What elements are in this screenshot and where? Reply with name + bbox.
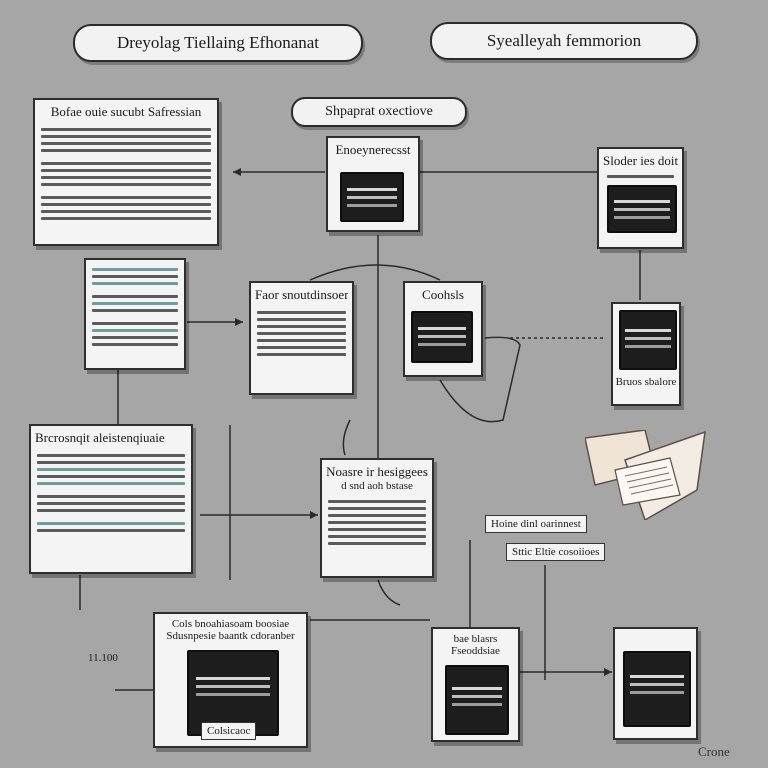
bottom-left-device-title: Cols bnoahiasoam boosiae Sdusnpesie baan… xyxy=(166,618,295,642)
mid-left-stacked-documents xyxy=(84,258,186,370)
bottom-right-device-box xyxy=(613,627,698,740)
top-center-device-title: Enoeynerecsst xyxy=(335,142,411,157)
top-right-device-title: Sloder ies doits xyxy=(603,153,678,168)
top-left-document-lines xyxy=(35,120,217,228)
top-left-document-title: Bofae ouie sucubt Safressian xyxy=(50,104,202,119)
mid-right-device-box: Bruos sbalore xyxy=(611,302,681,406)
computer-icon xyxy=(187,650,279,736)
mid-center-document: Faor snoutdinsoen xyxy=(249,281,354,395)
right-label-2: Sttic Eltie cosoiioes xyxy=(506,543,606,561)
header-title-left-text: Dreyolag Tiellaing Efhonanat xyxy=(116,33,320,52)
lower-center-document-subtitle: d snd aoh bstase xyxy=(341,480,413,492)
mid-center-document-lines xyxy=(251,303,352,364)
lower-center-document-title: Noasre ir hesiggees xyxy=(326,464,428,479)
top-left-document: Bofae ouie sucubt Safressian xyxy=(33,98,219,246)
mid-center-document-title: Faor snoutdinsoen xyxy=(255,287,348,302)
server-icon xyxy=(607,185,677,233)
copier-icon xyxy=(619,310,677,370)
mid-center-device-box: Coohsls xyxy=(403,281,483,377)
mid-left-stacked-lines xyxy=(86,260,184,354)
copier-machine-icon xyxy=(623,651,691,727)
right-label-1: Hoine dinl oarinnest xyxy=(485,515,587,533)
mid-right-device-caption: Bruos sbalore xyxy=(615,376,677,388)
printer-icon xyxy=(340,172,404,222)
bottom-center-device-box: bae blasrs Fseoddsiae xyxy=(431,627,520,742)
bottom-center-device-title: bae blasrs Fseoddsiae xyxy=(451,633,500,657)
header-title-right: Syealleyah femmorion xyxy=(430,22,698,60)
bottom-left-device-caption: Colsicaoc xyxy=(201,722,257,740)
lower-center-document-lines xyxy=(322,492,432,553)
lower-left-document: Brcrosnqit aleistenqiuaie xyxy=(29,424,193,574)
lower-center-document: Noasre ir hesiggees d snd aoh bstase xyxy=(320,458,434,578)
watermark: Crone xyxy=(698,744,730,759)
top-center-device-box: Enoeynerecsst xyxy=(326,136,420,232)
center-pill: Shpaprat oxectiove xyxy=(291,97,467,127)
mid-center-device-title: Coohsls xyxy=(422,287,464,302)
center-pill-text: Shpaprat oxectiove xyxy=(325,104,433,119)
bottom-left-device-box: Cols bnoahiasoam boosiae Sdusnpesie baan… xyxy=(153,612,308,748)
terminal-icon xyxy=(411,311,473,363)
lower-left-document-title: Brcrosnqit aleistenqiuaie xyxy=(35,430,165,445)
lower-left-document-lines xyxy=(31,446,191,540)
header-title-left: Dreyolag Tiellaing Efhonanat xyxy=(73,24,363,62)
left-small-label: 11.100 xyxy=(88,652,118,664)
paper-document-icon xyxy=(585,430,706,520)
printer-stack-icon xyxy=(445,665,509,735)
header-title-right-text: Syealleyah femmorion xyxy=(486,31,642,50)
top-right-device-box: Sloder ies doits xyxy=(597,147,684,249)
